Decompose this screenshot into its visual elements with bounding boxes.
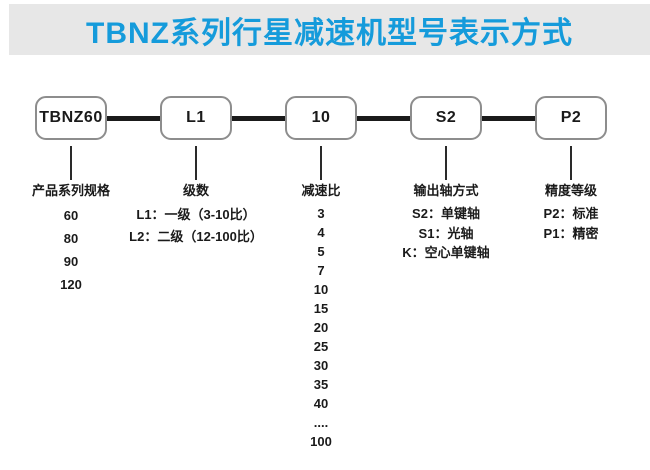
label-group-series: 产品系列规格 60 80 90 120 — [0, 180, 156, 296]
connector-line — [232, 116, 285, 121]
value-item: P2：标准 — [543, 206, 599, 221]
label-group-precision: 精度等级 P2：标准 P1：精密 — [486, 180, 650, 244]
model-box-series: TBNZ60 — [35, 96, 107, 140]
value-item: .... — [313, 415, 329, 430]
value-item: 3 — [317, 206, 325, 221]
value-item: S2：单键轴 — [412, 206, 480, 221]
group-items: L1：一级（3-10比） L2：二级（12-100比） — [111, 204, 281, 248]
group-items: P2：标准 P1：精密 — [486, 204, 650, 244]
group-label: 减速比 — [301, 183, 341, 198]
value-item: 100 — [310, 434, 332, 449]
label-group-ratio: 减速比 3 4 5 7 10 15 20 25 30 35 40.... 100 — [236, 180, 406, 451]
value-item: 15 — [313, 301, 329, 316]
value-item: 5 — [317, 244, 325, 259]
stem-line — [570, 146, 572, 180]
group-items: 3 4 5 7 10 15 20 25 30 35 40.... 100 — [236, 204, 406, 451]
label-group-output-shaft: 输出轴方式 S2：单键轴 S1：光轴 K：空心单键轴 — [361, 180, 531, 263]
group-items: 60 80 90 120 — [0, 204, 156, 296]
group-items: S2：单键轴 S1：光轴 K：空心单键轴 — [361, 204, 531, 263]
value-item: 30 — [313, 358, 329, 373]
value-item: 40 — [313, 396, 329, 411]
value-item: 4 — [317, 225, 325, 240]
value-item: 120 — [60, 277, 82, 292]
group-label: 产品系列规格 — [31, 183, 110, 198]
stem-line — [70, 146, 72, 180]
value-item: 7 — [317, 263, 325, 278]
value-item: 90 — [63, 254, 79, 269]
header-band: TBNZ系列行星减速机型号表示方式 — [9, 4, 650, 55]
value-item: 35 — [313, 377, 329, 392]
value-item: 10 — [313, 282, 329, 297]
stem-line — [195, 146, 197, 180]
value-item: L1：一级（3-10比） — [136, 207, 256, 222]
group-label: 输出轴方式 — [413, 183, 479, 198]
stem-line — [320, 146, 322, 180]
value-item: P1：精密 — [543, 226, 599, 241]
stem-line — [445, 146, 447, 180]
value-item: L2：二级（12-100比） — [129, 229, 263, 244]
model-box-ratio: 10 — [285, 96, 357, 140]
page-title: TBNZ系列行星减速机型号表示方式 — [86, 16, 573, 50]
model-box-stage: L1 — [160, 96, 232, 140]
value-item: 60 — [63, 208, 79, 223]
value-item: 80 — [63, 231, 79, 246]
label-group-stage: 级数 L1：一级（3-10比） L2：二级（12-100比） — [111, 180, 281, 248]
value-item: 25 — [313, 339, 329, 354]
value-item: S1：光轴 — [418, 225, 474, 241]
group-label: 精度等级 — [544, 183, 597, 198]
value-item: K：空心单键轴 — [402, 245, 490, 260]
connector-line — [107, 116, 160, 121]
group-label: 级数 — [182, 183, 209, 198]
model-box-precision: P2 — [535, 96, 607, 140]
connector-line — [482, 116, 535, 121]
connector-line — [357, 116, 410, 121]
value-item: 20 — [313, 320, 329, 335]
model-box-output-shaft: S2 — [410, 96, 482, 140]
